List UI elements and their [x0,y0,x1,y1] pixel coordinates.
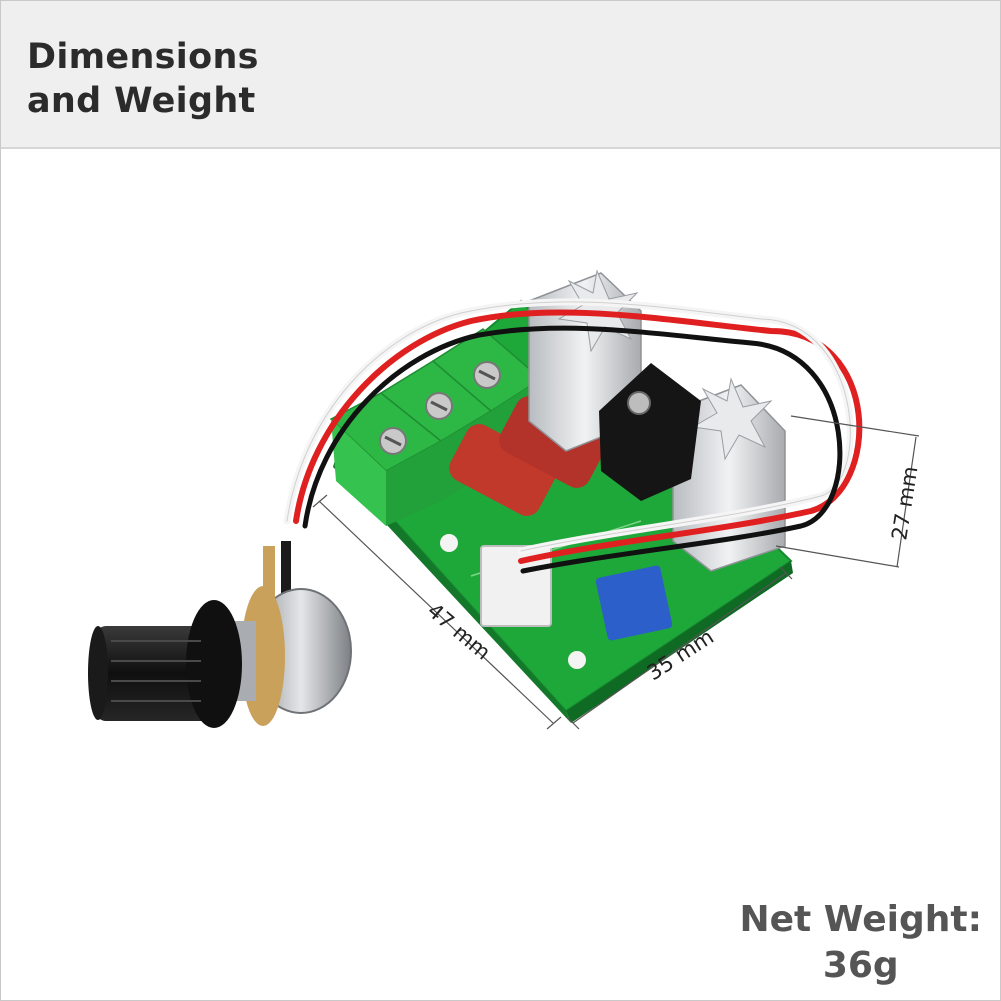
trimmer-potentiometer [595,565,673,641]
screw-terminal-block [329,328,543,526]
title-line-1: Dimensions [27,37,259,77]
dimension-height: 27 mm [887,465,922,542]
film-capacitors [449,396,607,516]
product-photo: 47 mm 35 mm 27 mm [88,269,923,730]
heatsink [528,269,786,572]
dimension-lines [312,415,920,730]
net-weight-value: 36g [822,945,899,986]
wires [283,298,863,574]
title-line-2: and Weight [27,81,256,121]
net-weight-label: Net Weight: [739,899,982,940]
page-title: Dimensions and Weight [27,35,259,123]
net-weight: Net Weight: 36g [740,897,982,989]
header-band: Dimensions and Weight [1,1,1000,149]
wire-connector [480,545,552,627]
speed-control-knob [88,541,352,728]
